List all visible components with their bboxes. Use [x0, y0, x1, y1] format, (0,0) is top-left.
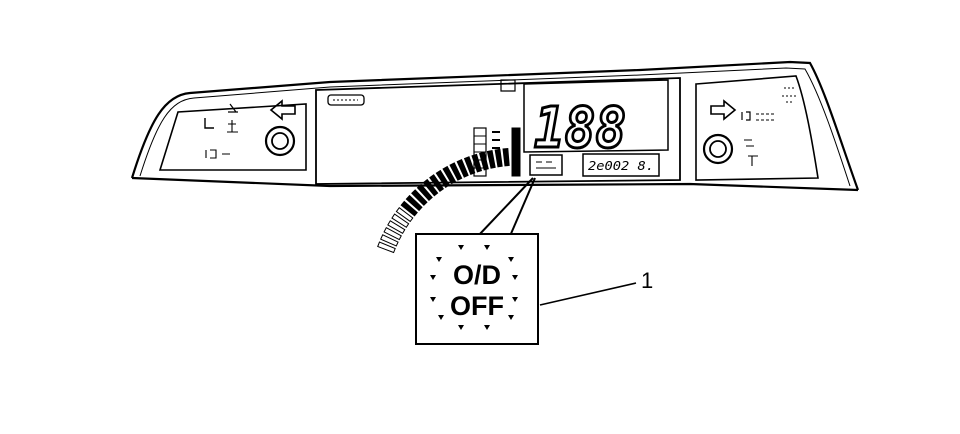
- gauge-cluster-details: [473, 79, 669, 177]
- tach-segment: [387, 220, 406, 234]
- tach-segment: [486, 150, 496, 169]
- tach-segment: [405, 194, 423, 212]
- tach-segment: [429, 174, 445, 193]
- od-off-indicator-enlarged: [415, 233, 539, 345]
- left-arrow-icon: [269, 99, 296, 121]
- indicator-line-2: OFF: [450, 291, 504, 321]
- tach-segment: [395, 206, 414, 223]
- tach-segment: [442, 165, 457, 185]
- indicator-ray: [458, 245, 464, 250]
- tach-segment: [422, 178, 439, 197]
- speedometer-digits: 188: [534, 96, 626, 161]
- right-arrow-icon: [710, 99, 737, 121]
- indicator-rays: [430, 245, 518, 330]
- right-switch-pod: [695, 75, 819, 181]
- tach-segment: [391, 213, 410, 228]
- indicator-ray: [430, 297, 436, 302]
- indicator-ray: [512, 275, 518, 280]
- indicator-line-1: O/D: [453, 260, 501, 290]
- indicator-ray: [508, 315, 514, 320]
- cluster-housing: [130, 60, 860, 192]
- center-panel: [315, 77, 681, 185]
- callout-number: 1: [641, 268, 653, 293]
- indicator-ray: [484, 245, 490, 250]
- indicator-ray: [512, 297, 518, 302]
- indicator-ray: [484, 325, 490, 330]
- tach-segment: [400, 200, 418, 217]
- indicator-ray: [438, 315, 444, 320]
- tachometer-bar-graph: [377, 147, 510, 254]
- tach-segment: [502, 147, 510, 167]
- indicator-ray: [436, 257, 442, 262]
- tach-segment: [411, 189, 428, 206]
- tach-segment: [416, 183, 433, 202]
- tach-segment: [380, 234, 399, 247]
- left-switch-pod: [158, 99, 307, 171]
- tach-segment: [494, 148, 503, 168]
- lamp-leader-lines: [477, 177, 536, 237]
- tach-segment: [383, 227, 402, 241]
- indicator-ray: [430, 275, 436, 280]
- indicator-ray: [458, 325, 464, 330]
- tach-segment: [377, 241, 396, 254]
- tach-segment: [435, 169, 450, 188]
- tach-segment: [456, 159, 469, 178]
- odometer-reading: 2e002 8.: [588, 159, 654, 173]
- tach-segment: [463, 156, 476, 175]
- tach-segment: [449, 162, 463, 181]
- right-knob: [702, 133, 734, 165]
- left-knob: [264, 125, 296, 157]
- indicator-ray: [508, 257, 514, 262]
- callout-leader: [539, 282, 637, 306]
